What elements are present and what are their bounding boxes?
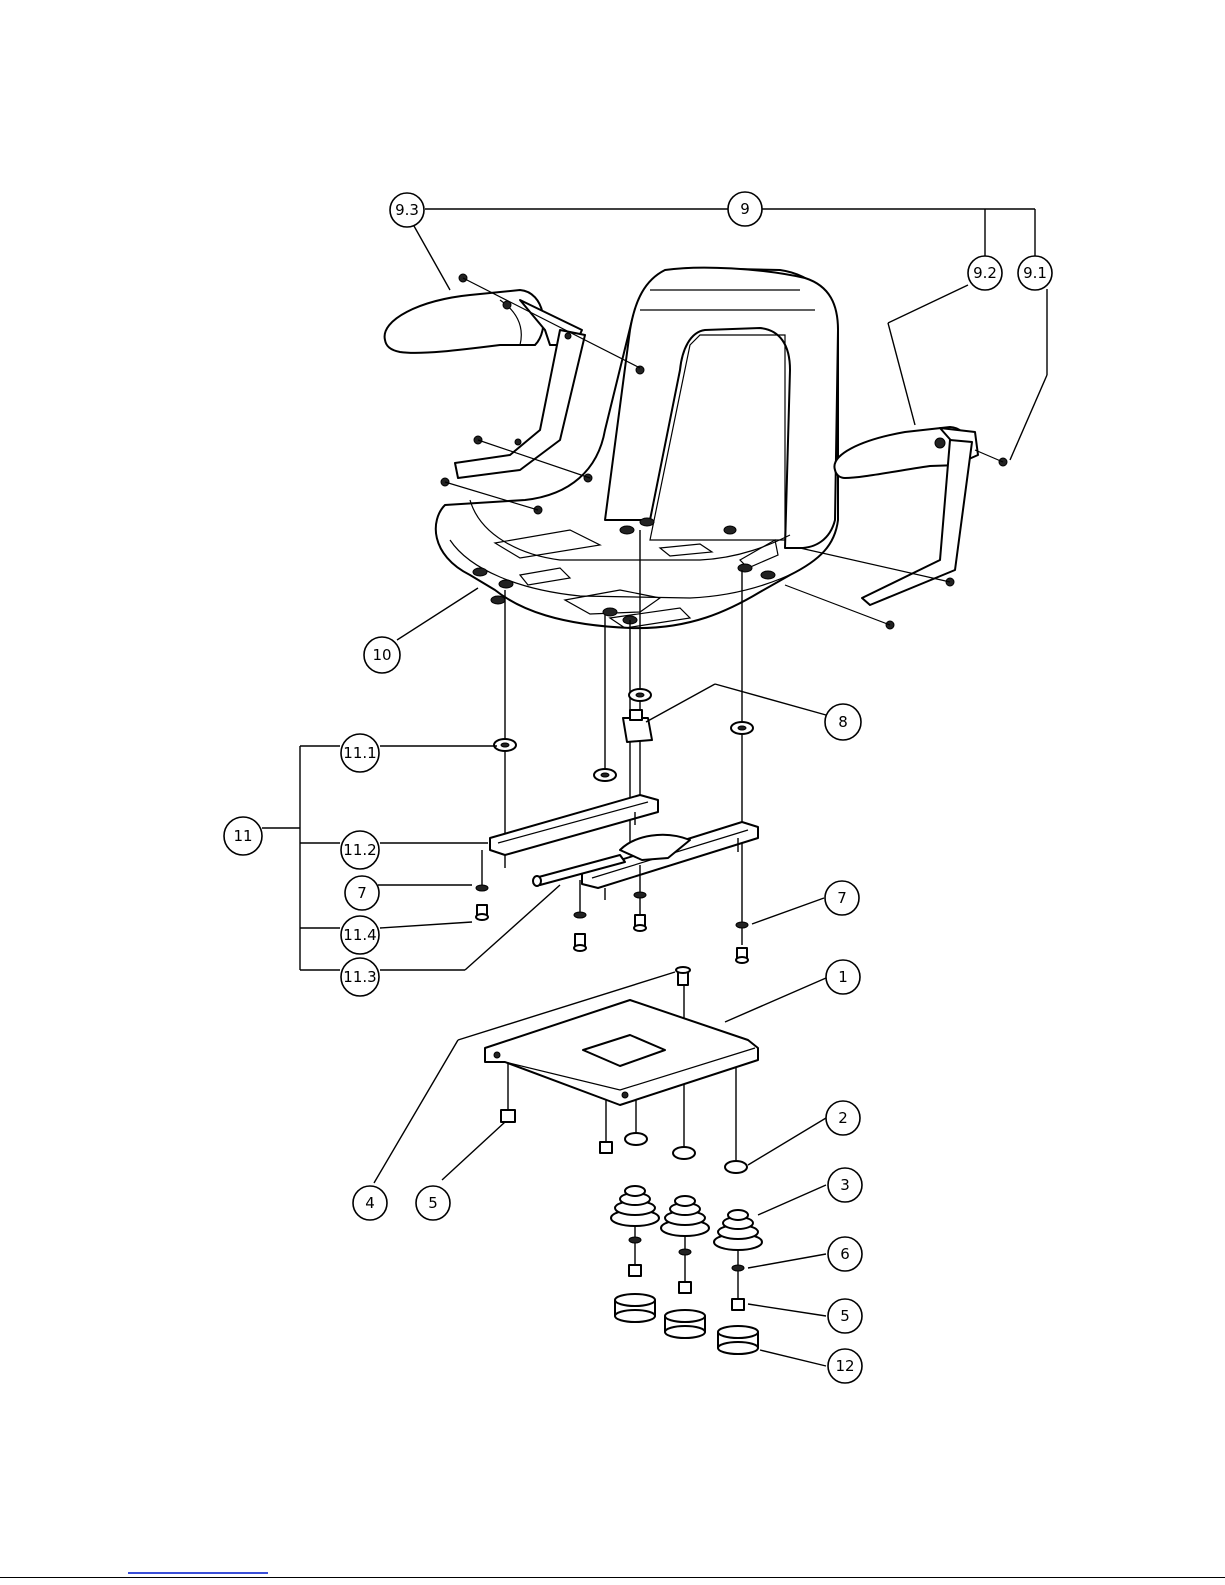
svg-text:2: 2 — [838, 1109, 848, 1127]
svg-text:12: 12 — [835, 1357, 854, 1375]
svg-text:6: 6 — [840, 1245, 850, 1263]
svg-text:5: 5 — [840, 1307, 850, 1325]
svg-text:11.4: 11.4 — [343, 926, 376, 944]
svg-text:10: 10 — [372, 646, 391, 664]
callout-5-right: 5 — [828, 1299, 862, 1333]
callout-1: 1 — [826, 960, 860, 994]
svg-text:11.3: 11.3 — [343, 968, 376, 986]
callout-11-3: 11.3 — [341, 958, 379, 996]
callout-2: 2 — [826, 1101, 860, 1135]
callout-8: 8 — [825, 704, 861, 740]
base-plate — [485, 967, 758, 1105]
callout-4: 4 — [353, 1186, 387, 1220]
callout-9-3: 9.3 — [390, 193, 424, 227]
switch-block — [623, 710, 652, 742]
callout-5-left: 5 — [416, 1186, 450, 1220]
spring-left — [611, 1186, 659, 1226]
washers — [494, 689, 753, 781]
callout-9-1: 9.1 — [1018, 256, 1052, 290]
callout-6: 6 — [828, 1237, 862, 1271]
svg-text:9: 9 — [740, 200, 750, 218]
callout-9-2: 9.2 — [968, 256, 1002, 290]
svg-text:1: 1 — [838, 968, 848, 986]
svg-text:11.2: 11.2 — [343, 841, 376, 859]
svg-text:8: 8 — [838, 713, 848, 731]
lower-fasteners — [501, 1110, 747, 1173]
footer-rule — [0, 1577, 1225, 1578]
footer-link-underline[interactable] — [128, 1572, 268, 1574]
callout-11: 11 — [224, 817, 262, 855]
callout-11-1: 11.1 — [341, 734, 379, 772]
slide-rails — [482, 795, 758, 915]
svg-text:5: 5 — [428, 1194, 438, 1212]
callout-11-4: 11.4 — [341, 916, 379, 954]
svg-text:7: 7 — [837, 889, 847, 907]
callout-12: 12 — [828, 1349, 862, 1383]
callout-7-left: 7 — [345, 876, 379, 910]
spring-right — [714, 1210, 762, 1250]
svg-text:7: 7 — [357, 884, 367, 902]
svg-text:9.1: 9.1 — [1023, 264, 1047, 282]
svg-text:9.3: 9.3 — [395, 201, 419, 219]
feet — [615, 1237, 758, 1354]
callout-9: 9 — [728, 192, 762, 226]
svg-text:4: 4 — [365, 1194, 375, 1212]
spring-middle — [661, 1196, 709, 1236]
callout-11-2: 11.2 — [341, 831, 379, 869]
svg-text:9.2: 9.2 — [973, 264, 997, 282]
callout-10: 10 — [364, 637, 400, 673]
svg-text:11.1: 11.1 — [343, 744, 376, 762]
svg-text:3: 3 — [840, 1176, 850, 1194]
svg-text:11: 11 — [233, 827, 252, 845]
callout-7-right: 7 — [825, 881, 859, 915]
callout-3: 3 — [828, 1168, 862, 1202]
